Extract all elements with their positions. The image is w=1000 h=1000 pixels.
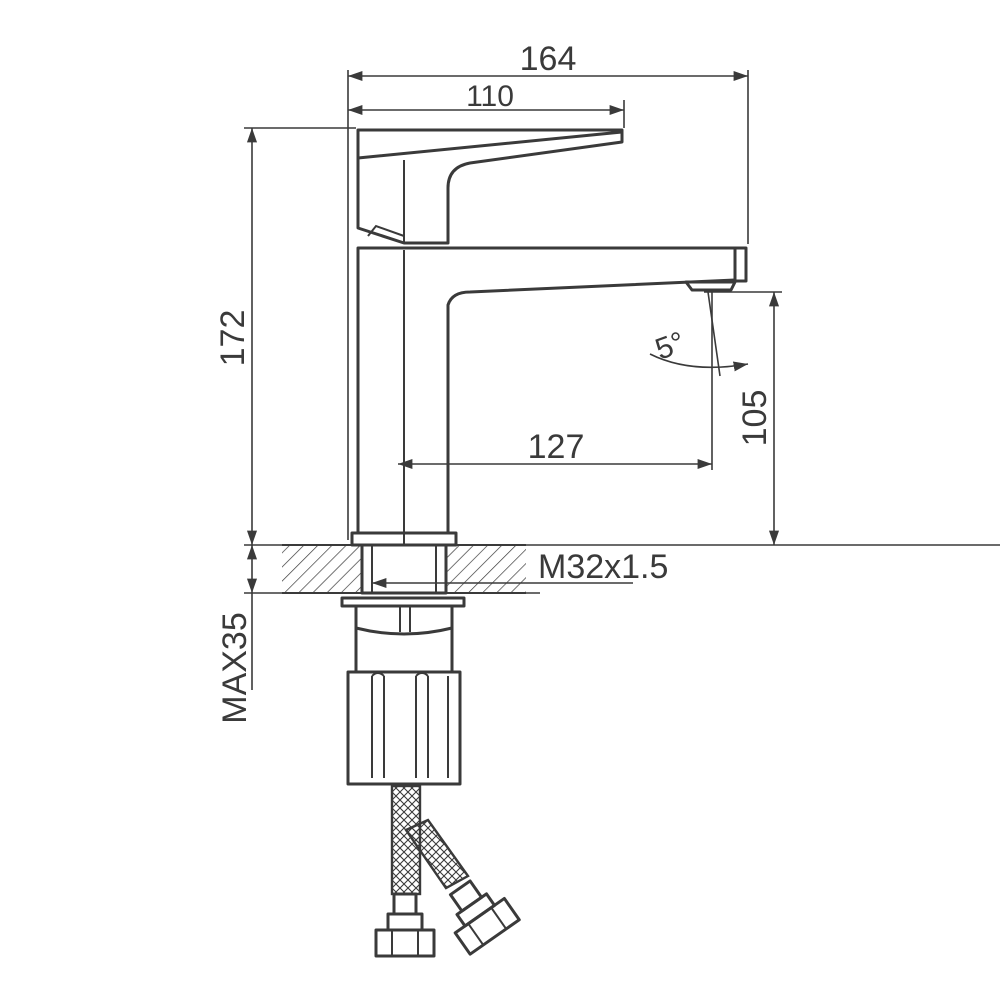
dim-overall-length: 164 [520, 40, 577, 78]
dim-overall-height: 172 [214, 310, 252, 367]
mounting-nut [340, 596, 466, 674]
faucet-handle [356, 128, 624, 245]
dim-spout-reach: 127 [528, 428, 585, 466]
flexible-hoses [374, 784, 521, 958]
dim-max-deck: MAX35 [216, 612, 254, 724]
dim-spout-angle: 5° [651, 326, 689, 367]
mounting-deck [282, 544, 526, 594]
dim-handle-length: 110 [466, 80, 514, 113]
dim-spout-height: 105 [736, 390, 774, 447]
dim-thread: M32x1.5 [538, 548, 668, 586]
dimension-lines [244, 70, 1000, 690]
fluted-nut [346, 670, 462, 786]
faucet-body [350, 246, 748, 547]
